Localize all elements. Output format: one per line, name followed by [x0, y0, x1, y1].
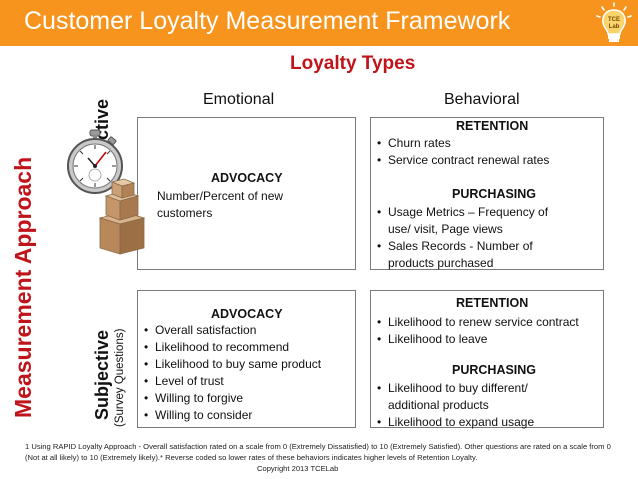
- cell-subjective-emotional: ADVOCACY Overall satisfaction Likelihood…: [137, 290, 356, 428]
- list-item: Overall satisfaction: [142, 322, 354, 339]
- list-item: Likelihood to expand usage: [375, 414, 575, 431]
- footnote-text: 1 Using RAPID Loyalty Approach - Overall…: [25, 442, 611, 462]
- cell-heading: ADVOCACY: [211, 171, 283, 185]
- stopwatch-icon: [67, 129, 123, 194]
- cell-heading-retention: RETENTION: [456, 119, 529, 133]
- row-sublabel-survey: (Survey Questions): [114, 328, 126, 427]
- list-item: Usage Metrics – Frequency of use/ visit,…: [375, 204, 565, 238]
- cell-objective-behavioral: RETENTION Churn rates Service contract r…: [370, 117, 604, 270]
- cell-heading: ADVOCACY: [211, 307, 283, 321]
- list-item: Likelihood to leave: [375, 331, 603, 348]
- cell-text: Number/Percent of new customers: [157, 189, 284, 220]
- purchasing-list: Likelihood to buy different/ additional …: [375, 380, 575, 431]
- cell-subjective-behavioral: RETENTION Likelihood to renew service co…: [370, 290, 604, 431]
- advocacy-list: Overall satisfaction Likelihood to recom…: [142, 322, 354, 424]
- list-item: Churn rates: [375, 135, 600, 152]
- title-bar: Customer Loyalty Measurement Framework T…: [0, 0, 638, 46]
- list-item: Likelihood to renew service contract: [375, 314, 603, 331]
- loyalty-types-heading: Loyalty Types: [290, 53, 416, 74]
- retention-list: Churn rates Service contract renewal rat…: [375, 135, 600, 169]
- list-item: Likelihood to buy different/ additional …: [375, 380, 575, 414]
- retention-list: Likelihood to renew service contract Lik…: [375, 314, 603, 348]
- column-header-emotional: Emotional: [203, 91, 275, 108]
- purchasing-list: Usage Metrics – Frequency of use/ visit,…: [375, 204, 565, 272]
- logo-text-top: TCE: [608, 17, 620, 23]
- logo-text-bottom: Lab: [609, 24, 620, 30]
- list-item: Likelihood to buy same product: [142, 356, 354, 373]
- measurement-approach-label: Measurement Approach: [10, 156, 36, 418]
- cell-heading-purchasing: PURCHASING: [452, 363, 537, 377]
- cell-heading-retention: RETENTION: [456, 296, 529, 310]
- copyright: Copyright 2013 TCELab: [257, 464, 339, 473]
- row-label-subjective: Subjective: [92, 329, 112, 420]
- list-item: Likelihood to recommend: [142, 339, 354, 356]
- lightbulb-icon: TCE Lab: [596, 2, 632, 42]
- column-header-behavioral: Behavioral: [444, 91, 520, 108]
- list-item: Sales Records - Number of products purch…: [375, 238, 565, 272]
- cardboard-boxes-icon: [98, 178, 146, 255]
- cell-objective-emotional: ADVOCACY Number/Percent of new customers: [137, 117, 356, 270]
- list-item: Willing to forgive: [142, 390, 354, 407]
- list-item: Service contract renewal rates: [375, 152, 600, 169]
- page-title: Customer Loyalty Measurement Framework: [24, 7, 511, 35]
- footnote: 1 Using RAPID Loyalty Approach - Overall…: [25, 441, 620, 473]
- cell-heading-purchasing: PURCHASING: [452, 187, 537, 201]
- list-item: Level of trust: [142, 373, 354, 390]
- list-item: Willing to consider: [142, 407, 354, 424]
